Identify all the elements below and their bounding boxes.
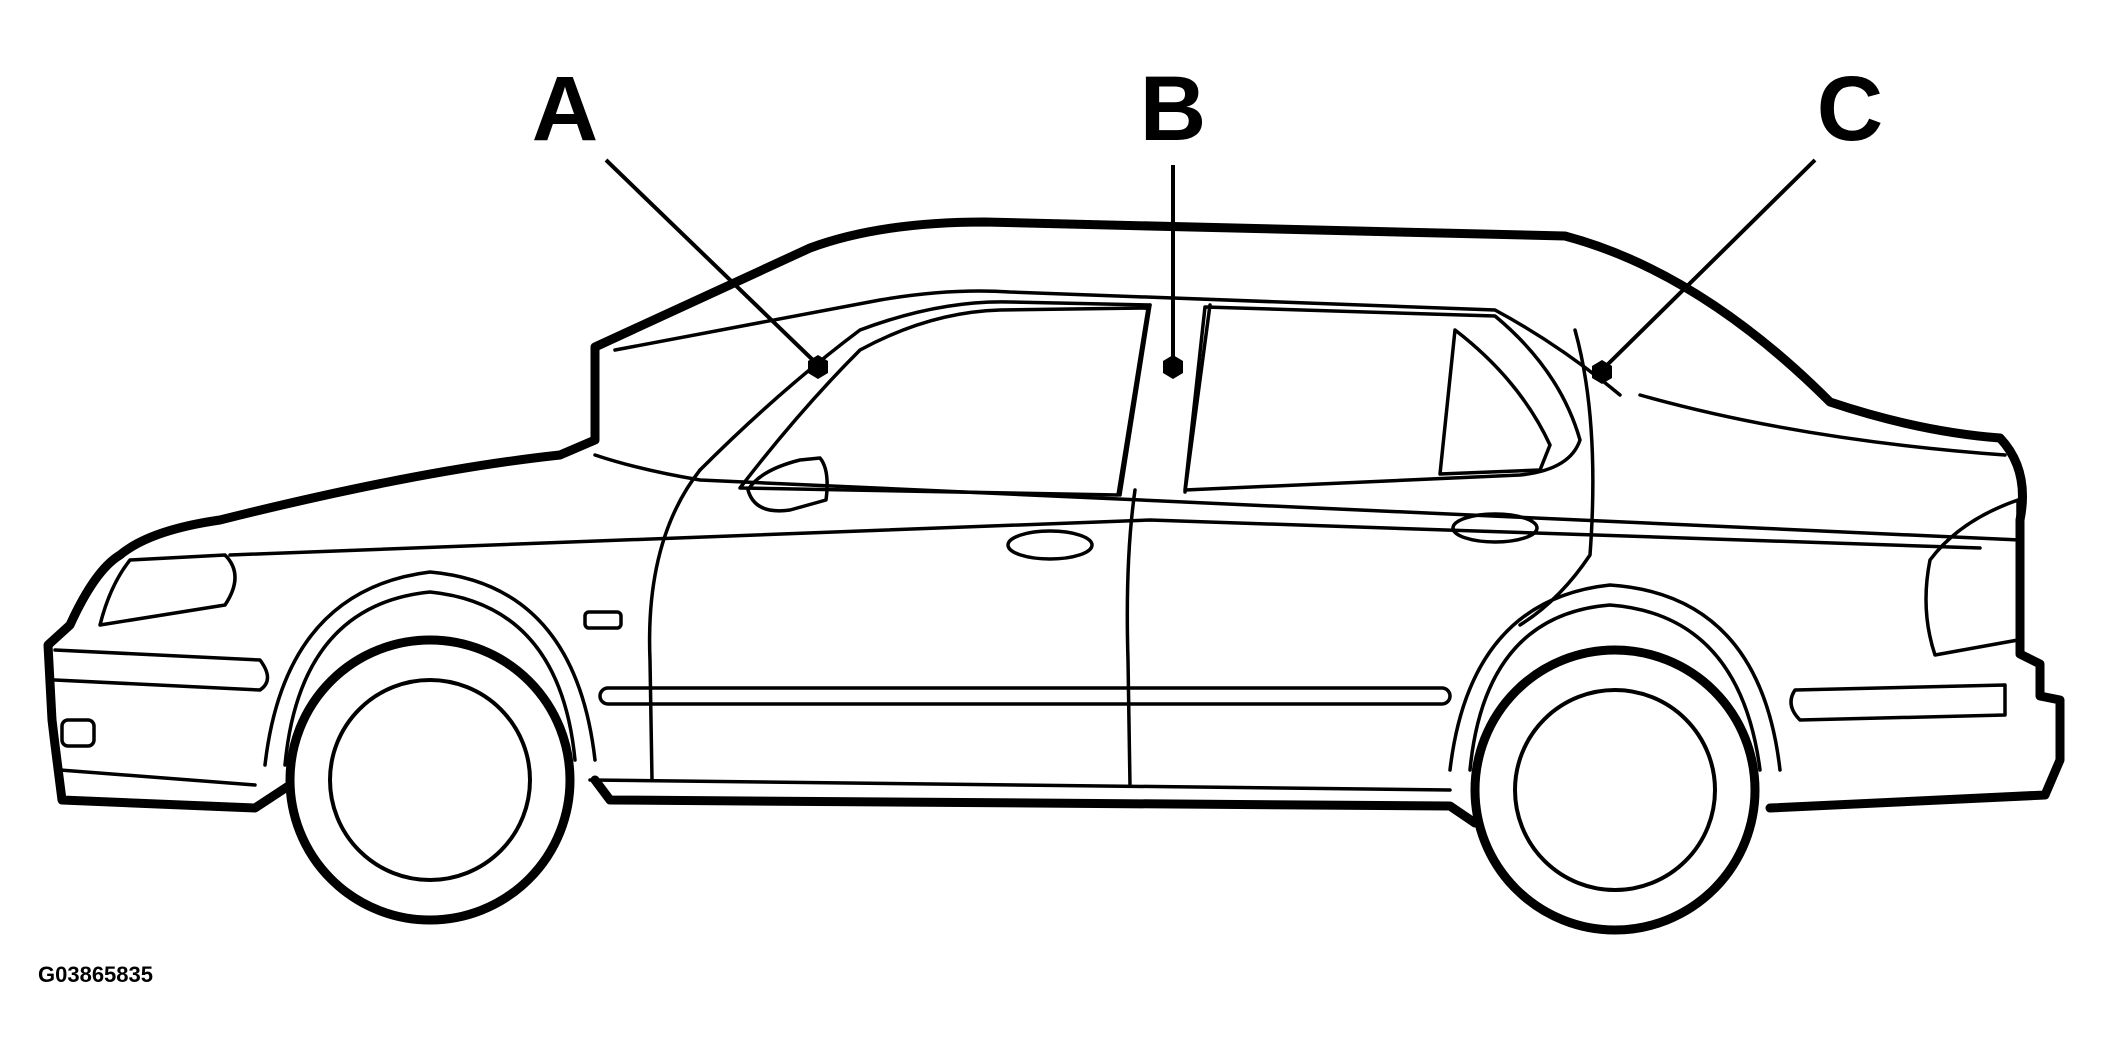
callout-b: B: [1140, 58, 1206, 379]
rear-wheel-arch-inner: [1468, 603, 1762, 772]
callout-a-label: A: [532, 58, 598, 160]
front-wheel-arch-inner: [283, 590, 577, 767]
hood-line: [593, 453, 2022, 542]
rear-door-handle: [1451, 512, 1539, 544]
figure-id: G03865835: [38, 962, 153, 987]
trunk-line: [1638, 393, 2007, 457]
rear-rim: [1513, 688, 1717, 892]
belt-line: [228, 518, 1982, 557]
rear-end: [1638, 393, 2020, 722]
tail-light: [1924, 498, 2020, 657]
body-outline: [43, 217, 2065, 828]
front-rim: [328, 678, 532, 882]
roof-inner-line: [613, 289, 1622, 397]
callout-b-label: B: [1140, 58, 1206, 160]
callout-c-leader: [1600, 158, 1817, 372]
headlight: [98, 553, 237, 627]
front-door-handle: [1006, 529, 1094, 561]
rear-wheel-arch: [1448, 583, 1782, 772]
front-end: [53, 553, 270, 787]
c-pillar-line: [1518, 328, 1595, 627]
callout-a-leader: [604, 158, 820, 367]
callout-a-marker: [808, 355, 828, 379]
callout-c: C: [1592, 58, 1883, 384]
windshield: [698, 300, 1152, 472]
side-molding: [598, 686, 1452, 706]
front-wheel: [263, 570, 597, 925]
fender-badge: [583, 610, 623, 630]
front-wheel-arch: [263, 570, 597, 767]
doors: [647, 468, 1539, 788]
front-lower-line: [58, 768, 257, 787]
fog-light: [60, 718, 96, 748]
callout-b-marker: [1163, 355, 1183, 379]
front-bumper-line: [53, 648, 270, 692]
rear-wheel: [1448, 583, 1782, 935]
front-door-seam: [647, 468, 702, 782]
callout-c-label: C: [1817, 58, 1883, 160]
callout-a: A: [532, 58, 828, 379]
greenhouse: [613, 289, 1622, 627]
sill-line: [588, 778, 1452, 792]
front-door-window: [738, 306, 1150, 497]
side-mirror: [746, 456, 829, 513]
rear-bumper-reflector: [1789, 683, 2007, 722]
rear-quarter-window: [1438, 328, 1552, 476]
rear-door-window: [1183, 305, 1582, 492]
middle-door-seam: [1125, 488, 1137, 788]
car-body: [43, 217, 2065, 828]
callout-c-marker: [1592, 360, 1612, 384]
